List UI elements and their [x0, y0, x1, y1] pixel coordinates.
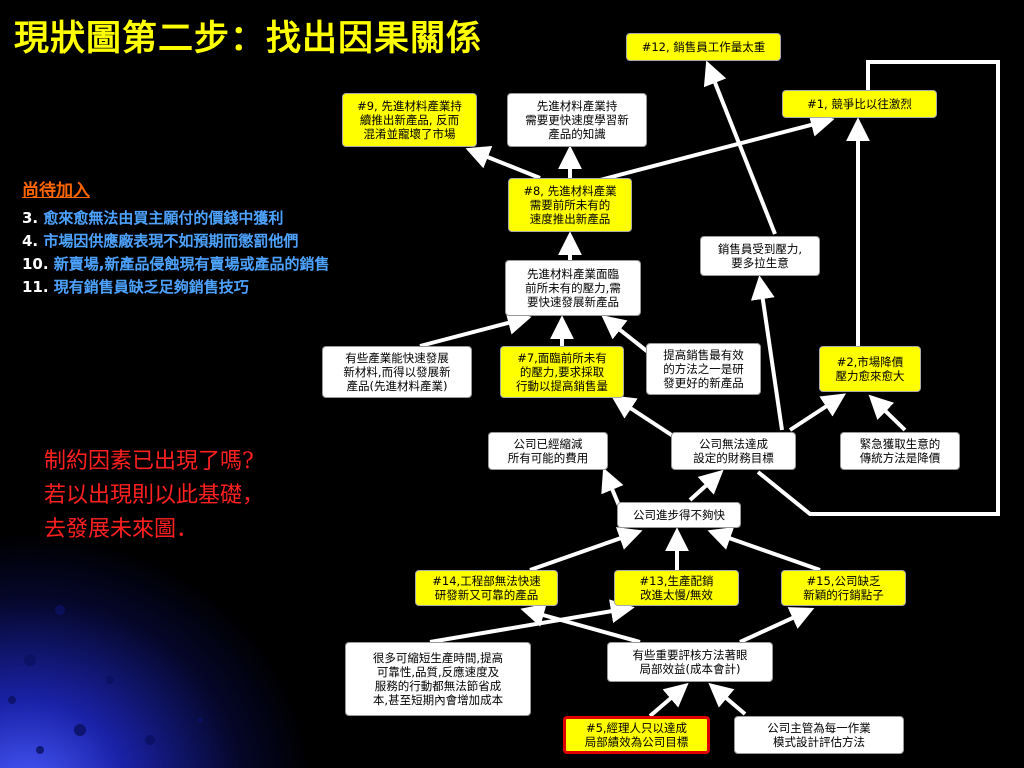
node-ude-14[interactable]: #14,工程部無法快速 研發新又可靠的產品 — [415, 570, 558, 606]
arrow-pricecut-to-n2 — [868, 394, 907, 432]
arrow-rnd-to-pressure — [601, 315, 650, 354]
node-ude-15[interactable]: #15,公司缺乏 新穎的行銷點子 — [781, 570, 906, 606]
node-fast-material-industries[interactable]: 有些產業能快速發展 新材料,而得以發展新 產品(先進材料產業) — [322, 346, 472, 398]
node-ude-2[interactable]: #2,市場降價 壓力愈來愈大 — [819, 346, 921, 392]
pending-list: 尚待加入 3. 愈來愈無法由買主願付的價錢中獲利 4. 市場因供應廠表現不如預期… — [22, 176, 442, 299]
question-line-1: 制約因素已出現了嗎? — [44, 449, 254, 474]
arrow-target-to-n2 — [788, 393, 847, 432]
constraint-question: 制約因素已出現了嗎? 若以出現則以此基礎， 去發展未來圖． — [44, 445, 344, 547]
node-ude-12[interactable]: #12, 銷售員工作量太重 — [626, 33, 781, 61]
arrow-n5-to-measures — [648, 682, 689, 718]
node-costs-cut[interactable]: 公司已經縮減 所有可能的費用 — [488, 432, 608, 470]
pending-item-4: 4. 市場因供應廠表現不如預期而懲罰他們 — [22, 232, 299, 250]
node-industry-pressure[interactable]: 先進材料產業面臨 前所未有的壓力,需 要快速發展新產品 — [505, 260, 641, 316]
node-price-cut-tradition[interactable]: 緊急獲取生意的 傳統方法是降價 — [840, 432, 960, 470]
arrow-n14-to-slow — [529, 527, 643, 572]
node-ude-1[interactable]: #1, 競爭比以往激烈 — [782, 90, 937, 118]
node-ude-13[interactable]: #13,生產配銷 改進太慢/無效 — [614, 570, 739, 606]
node-ude-5[interactable]: #5,經理人只以達成 局部績效為公司目標 — [563, 716, 710, 754]
pending-heading: 尚待加入 — [22, 181, 90, 201]
arrow-n15-to-slow — [707, 527, 821, 572]
node-financial-target[interactable]: 公司無法達成 設定的財務目標 — [671, 432, 796, 470]
arrow-feedback-loop — [756, 60, 1000, 516]
pending-item-11: 11. 現有銷售員缺乏足夠銷售技巧 — [22, 278, 249, 296]
node-ude-9[interactable]: #9, 先進材料產業持 續推出新產品, 反而 混淆並寵壞了市場 — [342, 93, 477, 147]
pending-item-3: 3. 愈來愈無法由買主願付的價錢中獲利 — [22, 209, 284, 227]
node-local-measures[interactable]: 有些重要評核方法著眼 局部效益(成本會計) — [607, 642, 773, 682]
arrow-target-to-n7 — [610, 395, 675, 438]
arrow-salesman-to-n12 — [703, 60, 777, 235]
page-title: 現狀圖第二步：找出因果關係 — [14, 19, 483, 59]
node-rnd-effective[interactable]: 提高銷售最有效 的方法之一是研 發更好的新產品 — [646, 343, 761, 395]
arrow-measures-to-n14 — [520, 603, 641, 644]
arrow-slow-to-target — [688, 469, 724, 502]
question-line-3: 去發展未來圖． — [44, 517, 199, 542]
arrow-mgmt-to-measures — [708, 682, 747, 716]
node-actions-no-cost-saving[interactable]: 很多可縮短生產時間,提高 可靠性,品質,反應速度及 服務的行動都無法節省成 本,… — [345, 642, 531, 716]
node-ude-7[interactable]: #7,面臨前所未有 的壓力,要求採取 行動以提高銷售量 — [500, 346, 624, 398]
arrow-target-to-salesman — [750, 275, 784, 431]
node-salesman-pressure[interactable]: 銷售員受到壓力, 要多拉生意 — [700, 236, 820, 276]
arrow-industry-to-pressure — [419, 311, 532, 348]
node-ude-8[interactable]: #8, 先進材料產業 需要前所未有的 速度推出新產品 — [508, 178, 632, 232]
arrow-measures-to-n15 — [739, 607, 815, 644]
arrow-n8-to-n9 — [465, 145, 541, 180]
node-management-measures[interactable]: 公司主管為每一作業 模式設計評估方法 — [734, 716, 904, 754]
node-slow-progress[interactable]: 公司進步得不夠快 — [617, 502, 741, 528]
node-knowledge-speed[interactable]: 先進材料產業持 需要更快速度學習新 產品的知識 — [507, 93, 647, 147]
arrow-n8-to-n1 — [599, 113, 835, 182]
pending-item-10: 10. 新賣場,新產品侵蝕現有賣場或產品的銷售 — [22, 255, 330, 273]
question-line-2: 若以出現則以此基礎， — [44, 483, 265, 508]
